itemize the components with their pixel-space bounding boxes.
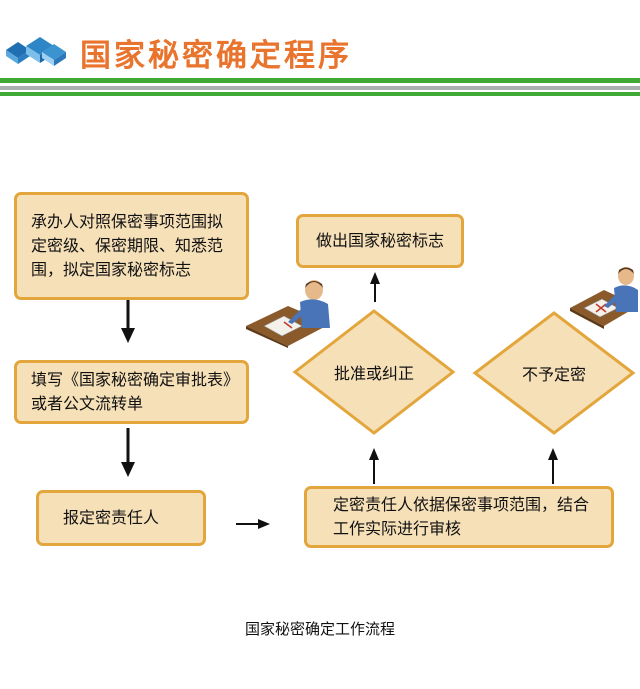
- step-officer-review: 定密责任人依据保密事项范围，结合工作实际进行审核: [304, 486, 614, 548]
- step-submit-to-officer: 报定密责任人: [36, 490, 206, 546]
- step-draft-classification: 承办人对照保密事项范围拟定密级、保密期限、知悉范围，拟定国家秘密标志: [14, 192, 249, 300]
- arrow-up-icon: [369, 448, 379, 484]
- figure-caption: 国家秘密确定工作流程: [244, 620, 395, 638]
- arrow-down-icon: [121, 300, 135, 343]
- person-at-desk-icon: [246, 280, 330, 348]
- decision-no-classification: 不予定密: [472, 310, 636, 436]
- header-divider-green-bottom: [0, 92, 640, 96]
- decision-approve-or-correct: 批准或纠正: [292, 308, 456, 436]
- logo-cubes-icon: [6, 37, 66, 66]
- person-at-desk-icon: [570, 267, 638, 329]
- decision-reject-label: 不予定密: [521, 365, 586, 384]
- diamond-shape: [292, 309, 456, 435]
- step-make-secret-mark: 做出国家秘密标志: [296, 214, 464, 268]
- header-divider-green: [0, 78, 640, 83]
- page-title: 国家秘密确定程序: [80, 38, 352, 74]
- step-submit-to-officer-text: 报定密责任人: [63, 508, 160, 527]
- decision-approve-label: 批准或纠正: [333, 364, 414, 383]
- arrow-down-icon: [121, 428, 135, 477]
- step-draft-classification-text: 承办人对照保密事项范围拟定密级、保密期限、知悉范围，拟定国家秘密标志: [31, 212, 224, 279]
- arrow-right-icon: [236, 519, 270, 529]
- arrow-up-icon: [370, 272, 380, 302]
- step-make-secret-mark-text: 做出国家秘密标志: [315, 231, 444, 250]
- step-fill-approval-form-text: 填写《国家秘密确定审批表》或者公文流转单: [31, 370, 232, 413]
- arrow-up-icon: [548, 448, 558, 484]
- step-fill-approval-form: 填写《国家秘密确定审批表》或者公文流转单: [14, 360, 249, 424]
- header-divider-gray: [0, 86, 640, 90]
- header: 国家秘密确定程序: [0, 0, 640, 100]
- diamond-shape: [472, 311, 636, 435]
- step-officer-review-text: 定密责任人依据保密事项范围，结合工作实际进行审核: [333, 495, 590, 538]
